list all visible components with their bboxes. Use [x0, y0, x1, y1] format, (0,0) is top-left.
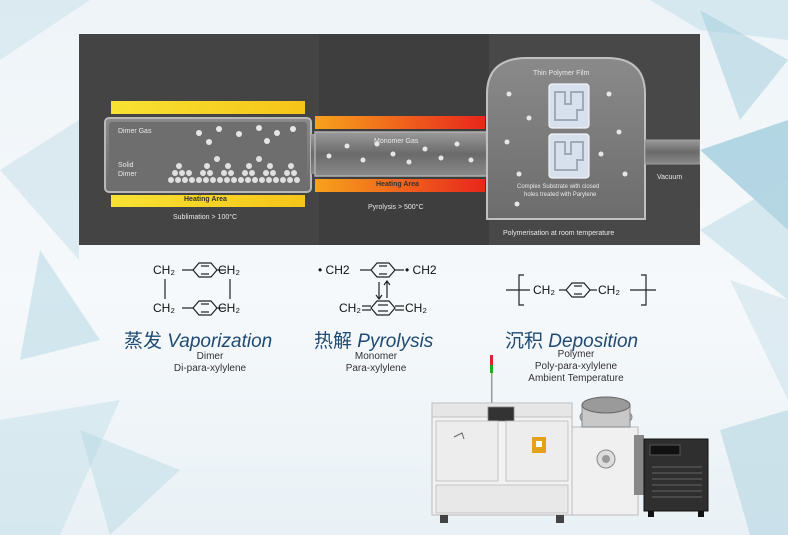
stage-title-en: Pyrolysis — [357, 331, 434, 352]
heating-bar-top-2 — [315, 116, 485, 129]
label-complex-substrate-2: holes treated with Parylene — [524, 192, 597, 198]
solid-dimer-particles — [168, 156, 300, 183]
process-diagram-panel: Dimer Gas Solid Dimer Heating Area Subli… — [79, 34, 700, 245]
dimer-gas-particles — [196, 125, 296, 145]
stage-title-cjk: 热解 — [314, 330, 353, 352]
stage-sub-line: Monomer — [354, 351, 398, 362]
chem-dimer-ch2-top-left: CH₂ — [153, 263, 175, 277]
chem-dimer-ch2-bottom-right: CH₂ — [218, 301, 240, 315]
stage-sub-line: Para-xylylene — [345, 363, 407, 374]
chem-radical-left: • CH2 — [318, 263, 350, 277]
chem-polymer-ch2-left: CH₂ — [533, 283, 555, 297]
stage-title-deposition: 沉积 Deposition — [505, 326, 638, 353]
stage-title-vaporization: 蒸发 Vaporization — [124, 326, 272, 353]
label-solid: Solid — [118, 162, 134, 169]
label-vacuum: Vacuum — [657, 174, 683, 181]
chem-monomer-ch2-left: CH₂ — [339, 301, 361, 315]
process-diagram-svg — [79, 34, 700, 245]
chamber-particles — [504, 91, 628, 207]
pyrolysis-tube — [314, 131, 488, 177]
label-monomer-gas: Monomer Gas — [374, 138, 419, 145]
dimer-chamber-inner — [109, 122, 307, 188]
stage-sub-vaporization: Dimer Di-para-xylylene — [150, 351, 270, 375]
stage-sub-line: Ambient Temperature — [528, 373, 624, 384]
chem-radical-right: • CH2 — [405, 263, 437, 277]
stage-title-en: Vaporization — [167, 331, 273, 352]
label-dimer: Dimer — [118, 171, 137, 178]
label-polymerisation: Polymerisation at room temperature — [503, 230, 615, 237]
label-heating-area-1: Heating Area — [184, 196, 227, 203]
stage-title-cjk: 沉积 — [505, 330, 544, 352]
label-heating-area-2: Heating Area — [376, 181, 419, 188]
monomer-gas-particles — [326, 141, 474, 165]
label-sublimation: Sublimation > 100°C — [173, 214, 238, 221]
label-thin-polymer-film: Thin Polymer Film — [533, 70, 590, 77]
heating-bar-bottom-2 — [315, 179, 485, 192]
chem-monomer-ch2-right: CH₂ — [405, 301, 427, 315]
chem-polymer-ch2-right: CH₂ — [598, 283, 620, 297]
stage-sub-pyrolysis: Monomer Para-xylylene — [316, 351, 436, 375]
coating-machine-illustration — [431, 355, 709, 523]
stage-title-en: Deposition — [548, 331, 639, 352]
heating-bar-bottom-1 — [111, 195, 305, 207]
label-complex-substrate-1: Complex Substrate with closed — [517, 184, 600, 190]
stage-sub-line: Di-para-xylylene — [173, 363, 247, 374]
chemistry-structures — [164, 262, 656, 316]
substrate-upper — [548, 83, 590, 129]
heating-bar-top-1 — [111, 101, 305, 114]
stage-sub-deposition: Polymer Poly-para-xylylene Ambient Tempe… — [513, 349, 639, 385]
stage-sub-line: Poly-para-xylylene — [534, 361, 618, 372]
stage-title-pyrolysis: 热解 Pyrolysis — [314, 326, 433, 353]
stage-sub-line: Polymer — [557, 349, 595, 360]
substrate-lower — [548, 133, 590, 179]
stage-sub-line: Dimer — [196, 351, 224, 362]
vacuum-pipe — [644, 139, 700, 165]
chem-dimer-ch2-top-right: CH₂ — [218, 263, 240, 277]
chem-dimer-ch2-bottom-left: CH₂ — [153, 301, 175, 315]
label-pyrolysis: Pyrolysis > 500°C — [368, 204, 424, 211]
stage-title-cjk: 蒸发 — [124, 330, 163, 352]
label-dimer-gas: Dimer Gas — [118, 128, 152, 135]
